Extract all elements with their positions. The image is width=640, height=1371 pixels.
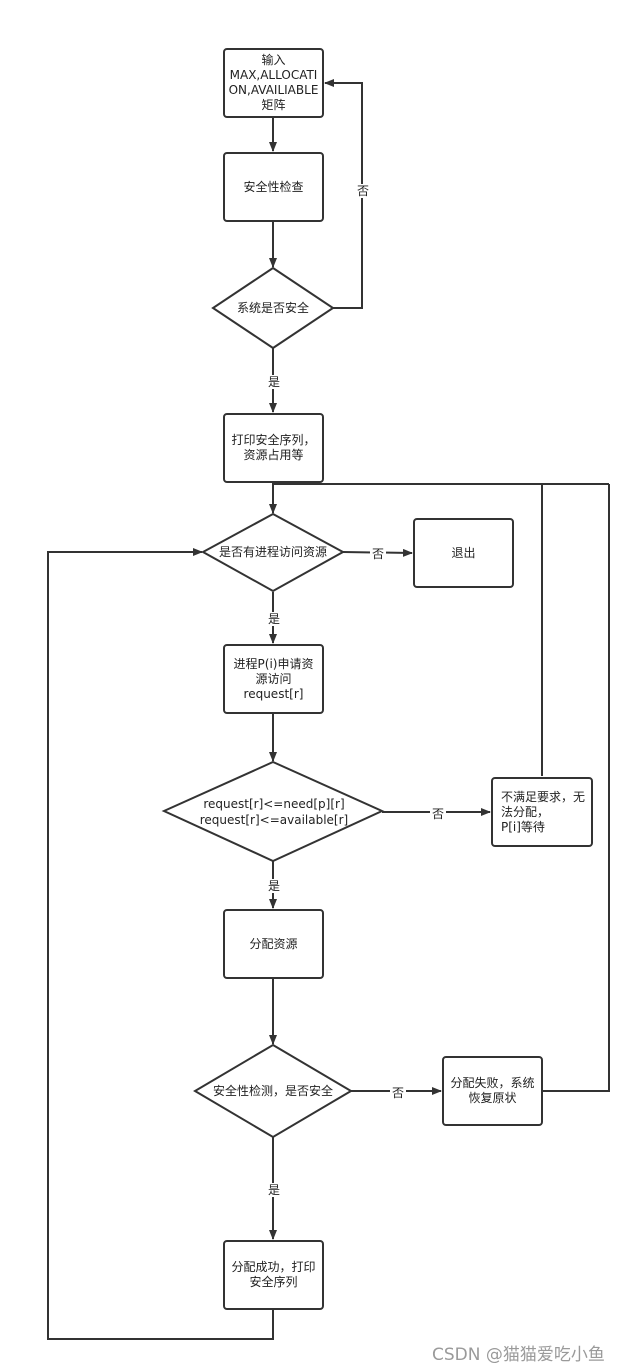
label-yes-detect: 是	[266, 1183, 283, 1197]
decision-request-condition	[161, 760, 385, 863]
process-request-box: 进程P(i)申请资源访问 request[r]	[223, 644, 324, 714]
decision-any-process-text: 是否有进程访问资源	[218, 544, 327, 559]
decision-condition-line1: request[r]<=need[p][r]	[203, 796, 345, 811]
safety-check-box: 安全性检查	[223, 152, 324, 222]
input-matrices-box: 输入 MAX,ALLOCATION,AVAILIABLE矩阵	[223, 48, 324, 118]
label-no-safe-loop: 否	[355, 184, 372, 198]
watermark: CSDN @猫猫爱吃小鱼	[432, 1345, 605, 1365]
decision-any-process	[200, 512, 346, 593]
wait-box: 不满足要求，无法分配， P[i]等待	[491, 777, 593, 847]
decision-safety-detect-text: 安全性检测，是否安全	[212, 1083, 333, 1098]
decision-is-safe-text: 系统是否安全	[236, 300, 309, 315]
allocation-failed-box: 分配失败，系统恢复原状	[442, 1056, 543, 1126]
edge-success-loop	[47, 548, 274, 1340]
decision-safety-detect	[193, 1043, 353, 1139]
label-no-exit: 否	[370, 547, 387, 561]
allocation-success-box: 分配成功，打印安全序列	[223, 1240, 324, 1310]
print-safe-sequence-box: 打印安全序列，资源占用等	[223, 413, 324, 483]
label-yes-safe: 是	[266, 375, 283, 389]
edge-fail-loop	[542, 484, 610, 1092]
allocate-resources-box: 分配资源	[223, 909, 324, 979]
label-yes-condition: 是	[266, 879, 283, 893]
label-no-condition: 否	[430, 807, 447, 821]
decision-condition-line2: request[r]<=available[r]	[199, 812, 349, 827]
decision-is-safe	[211, 266, 335, 350]
label-yes-process: 是	[266, 612, 283, 626]
exit-box: 退出	[413, 518, 514, 588]
label-no-detect: 否	[390, 1086, 407, 1100]
